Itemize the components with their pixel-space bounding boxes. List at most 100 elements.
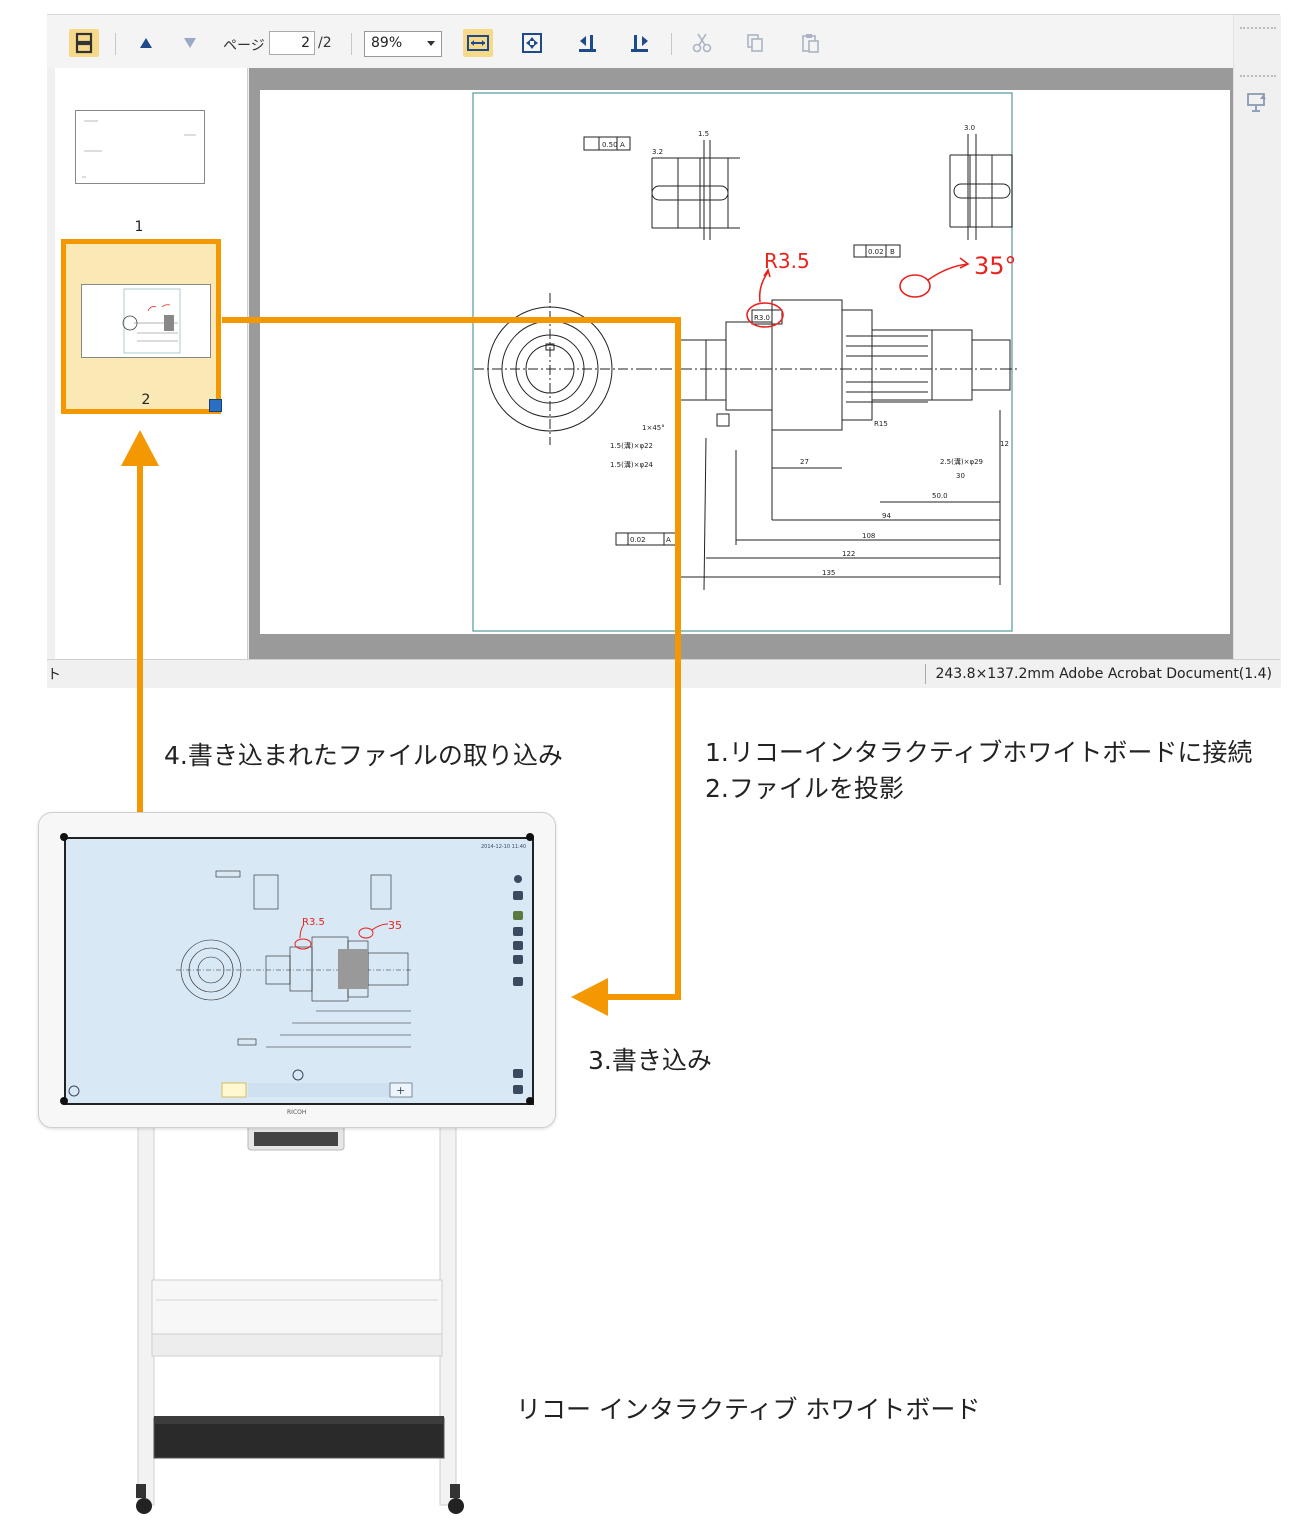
board-clock: 2014-12-10 11:40 [481,844,526,850]
rail-grip [1240,27,1276,29]
frame-screw [526,1097,534,1105]
thumbnail-page-2-preview [122,288,181,354]
previous-page-button[interactable] [131,29,161,57]
status-divider [925,664,926,684]
drawing-text: 1.5(溝)×φ22 [610,441,653,450]
rotate-left-button[interactable] [572,29,602,57]
thumbnail-page-1-preview [82,120,196,178]
plus-icon: + [396,1084,405,1097]
drawing-text: 1×45° [642,424,665,432]
toolbar-divider [671,33,672,55]
frame-screw [60,833,68,841]
board-stand [136,1124,464,1514]
pen-icon[interactable] [513,911,523,920]
bookmark-icon [209,399,222,412]
status-bar: ト 243.8×137.2mm Adobe Acrobat Document(1… [47,659,1280,688]
drawing-text: 94 [882,512,891,520]
right-rail [1233,15,1281,687]
zoom-value: 89% [371,35,403,51]
brand-logo: RICOH [287,1109,307,1116]
undo-icon[interactable] [513,941,523,950]
drawing-text: 122 [842,550,855,558]
whiteboard-screen[interactable]: R3.5 35 + 2014-12-10 11:40 [64,837,534,1105]
board-tool-icon[interactable] [513,891,523,900]
drawing-text: 30 [956,472,965,480]
board-tool-icon[interactable] [514,875,522,883]
copy-button[interactable] [740,29,770,57]
board-annotation-radius: R3.5 [302,917,325,928]
drawing-text: 0.50 [602,141,618,149]
redo-icon[interactable] [513,955,523,964]
drawing-text: 3.2 [652,148,663,156]
cut-button[interactable] [687,29,717,57]
drawing-text: 0.02 [868,248,884,256]
add-page-button[interactable] [389,1082,413,1098]
annotation-radius: R3.5 [764,249,810,273]
fit-width-button[interactable] [463,29,493,57]
board-exit-icon[interactable] [513,1085,523,1094]
drawing-text: R15 [874,420,888,428]
rotate-right-button[interactable] [625,29,655,57]
board-menu-icon[interactable] [513,1069,523,1078]
whiteboard-drawing: R3.5 35 + 2014-12-10 11:40 [68,844,526,1098]
technical-drawing: 0.50 A 1.5 3.2 3.0 0.02 B R3.0 R15 1×45°… [472,92,1020,632]
step-3-label: 3.書き込み [588,1046,712,1075]
board-annotation-angle: 35 [388,919,402,932]
fit-page-icon [522,33,542,53]
arrowhead-up-icon [121,430,159,466]
document-page[interactable]: 0.50 A 1.5 3.2 3.0 0.02 B R3.0 R15 1×45°… [260,90,1230,634]
arrowhead-left-icon [571,978,608,1016]
drawing-text: 1.5(溝)×φ24 [610,460,654,469]
thumbnail-number: 1 [134,219,144,235]
drawing-text: 1.5 [698,130,709,138]
drawing-text: 12 [1000,440,1009,448]
drawing-text: 3.0 [964,124,975,132]
drawing-text: 135 [822,569,835,577]
board-page-strip [248,1083,398,1097]
zoom-icon[interactable] [513,977,523,986]
thumbnail-selected-highlight: 2 [61,239,222,414]
thumbnail-page-2[interactable] [81,284,211,358]
rotate-left-icon [579,35,596,52]
pdf-viewer-window: ページ 2 /2 89% [47,14,1281,688]
drawing-text: A [620,141,625,149]
next-page-button[interactable] [175,29,205,57]
thumbnail-panel: 1 2 [55,68,248,659]
fit-width-icon [467,35,489,51]
board-back-icon[interactable] [68,1085,80,1097]
fit-page-button[interactable] [517,29,547,57]
chevron-down-icon[interactable] [292,1069,304,1081]
board-page-thumb[interactable] [221,1082,247,1098]
page-total: /2 [318,35,332,51]
document-info: 243.8×137.2mm Adobe Acrobat Document(1.4… [935,666,1272,682]
interactive-whiteboard: R3.5 35 + 2014-12-10 11:40 RIC [38,812,556,1128]
presentation-icon [1247,93,1266,112]
rotate-right-icon [631,35,648,52]
document-area: 0.50 A 1.5 3.2 3.0 0.02 B R3.0 R15 1×45°… [249,68,1233,659]
present-button[interactable] [1246,91,1268,117]
paste-button[interactable] [795,29,825,57]
arrow-to-board [222,317,681,1000]
page-layout-icon [75,32,93,54]
toolbar-divider [115,33,116,55]
thumbnail-page-1[interactable] [75,110,205,184]
page-label: ページ [223,38,265,54]
triangle-down-icon [184,38,196,48]
board-caption: リコー インタラクティブ ホワイトボード [516,1395,981,1424]
page-layout-button[interactable] [69,29,99,57]
toolbar-divider [351,33,352,55]
drawing-text: 50.0 [932,492,948,500]
drawing-text: 108 [862,532,875,540]
copy-icon [747,34,763,52]
zoom-select[interactable]: 89% [364,31,442,57]
chevron-down-icon [427,41,435,46]
scissors-icon [692,33,712,53]
eraser-icon[interactable] [513,927,523,936]
drawing-text: 0.02 [630,536,646,544]
page-number-input[interactable]: 2 [269,31,315,55]
thumbnail-number: 2 [141,392,151,408]
frame-screw [526,833,534,841]
drawing-text: R3.0 [754,314,770,322]
annotation-angle: 35° [974,252,1017,280]
